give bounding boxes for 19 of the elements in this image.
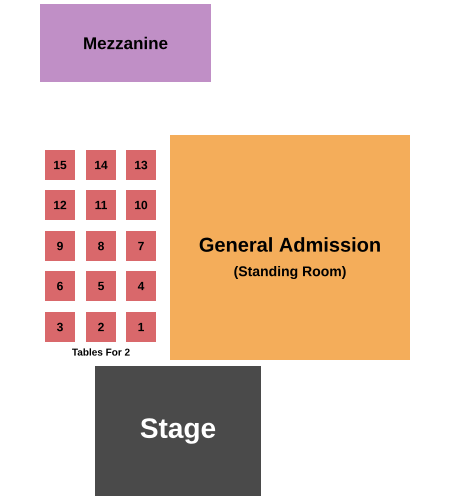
table-seat: 6	[45, 271, 75, 301]
table-seat: 8	[86, 231, 116, 261]
table-seat: 2	[86, 312, 116, 342]
mezzanine-area: Mezzanine	[40, 4, 211, 82]
table-seat: 15	[45, 150, 75, 180]
table-seat: 12	[45, 190, 75, 220]
table-seat: 1	[126, 312, 156, 342]
table-seat: 11	[86, 190, 116, 220]
caption: Tables For 2	[72, 348, 130, 356]
general-admission-area: General Admission (Standing Room)	[170, 135, 410, 360]
table-seat: 10	[126, 190, 156, 220]
table-seat: 13	[126, 150, 156, 180]
table-seat: 4	[126, 271, 156, 301]
table-seat: 3	[45, 312, 75, 342]
table-seat: 7	[126, 231, 156, 261]
table-seat: 9	[45, 231, 75, 261]
table-seat: 14	[86, 150, 116, 180]
table-seat: 5	[86, 271, 116, 301]
stage-block: Stage	[95, 366, 261, 496]
